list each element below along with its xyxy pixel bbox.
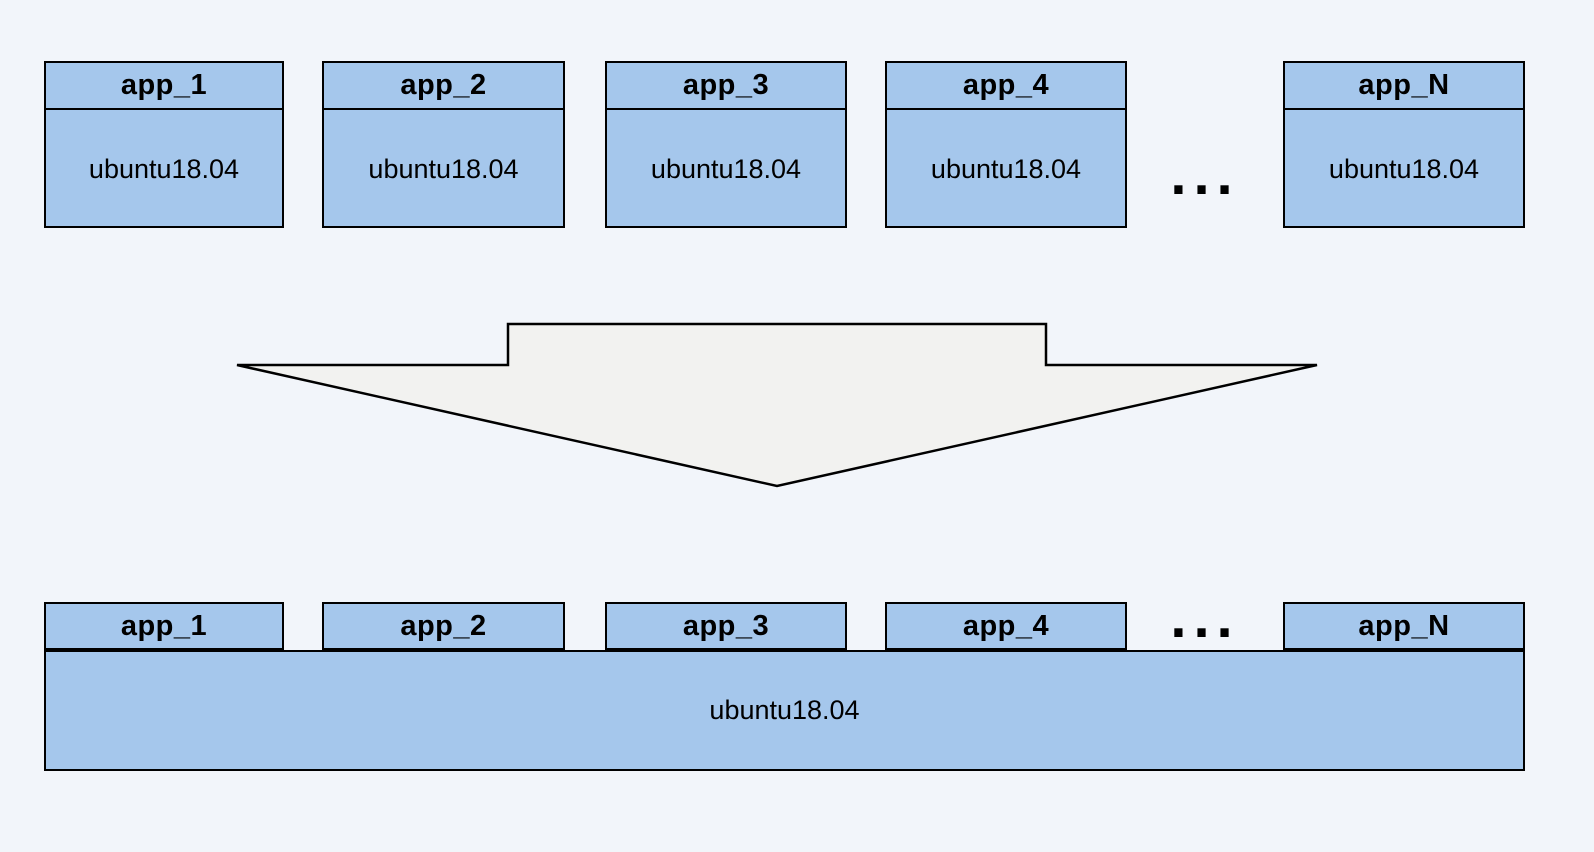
bottom-row-ellipsis: ...: [1170, 585, 1240, 650]
vm-box-app-1-os: ubuntu18.04: [88, 153, 240, 184]
vm-box-app-3-title: app_3: [607, 63, 845, 110]
vm-box-app-3-os: ubuntu18.04: [650, 153, 802, 184]
vm-box-app-1-title: app_1: [46, 63, 282, 110]
bottom-app-box-4: app_4: [885, 602, 1127, 650]
vm-box-app-4-title: app_4: [887, 63, 1125, 110]
vm-box-app-2: app_2 ubuntu18.04: [322, 61, 565, 228]
vm-box-app-4: app_4 ubuntu18.04: [885, 61, 1127, 228]
bottom-app-box-n: app_N: [1283, 602, 1525, 650]
vm-box-app-n-title: app_N: [1285, 63, 1523, 110]
vm-box-app-n-os: ubuntu18.04: [1328, 153, 1480, 184]
vm-box-app-3: app_3 ubuntu18.04: [605, 61, 847, 228]
vm-box-app-n: app_N ubuntu18.04: [1283, 61, 1525, 228]
shared-os-label: ubuntu18.04: [709, 695, 860, 725]
top-row-ellipsis: ...: [1170, 142, 1240, 207]
vm-box-app-2-os: ubuntu18.04: [368, 153, 519, 184]
bottom-app-box-1: app_1: [44, 602, 284, 650]
bottom-app-box-2: app_2: [322, 602, 565, 650]
vm-box-app-2-title: app_2: [324, 63, 563, 110]
vm-box-app-1: app_1 ubuntu18.04: [44, 61, 284, 228]
shared-os-box: ubuntu18.04: [44, 650, 1525, 771]
vm-box-app-4-os: ubuntu18.04: [930, 153, 1082, 184]
bottom-app-box-3: app_3: [605, 602, 847, 650]
